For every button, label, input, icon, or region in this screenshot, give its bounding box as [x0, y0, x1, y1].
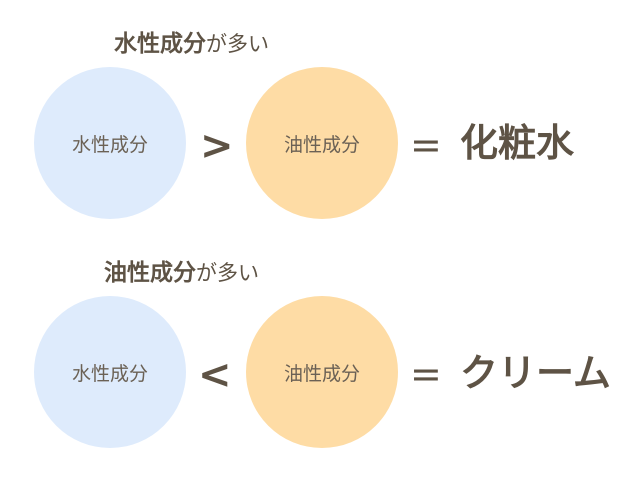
row1-equals-sign: =	[410, 123, 442, 167]
row1-water-circle-label: 水性成分	[71, 133, 148, 156]
row1-result-lotion: 化粧水	[460, 121, 575, 165]
row1-heading-rest: が多い	[206, 32, 269, 56]
row2-result-cream: クリーム	[460, 351, 611, 395]
row1-greater-than-operator: >	[200, 123, 234, 169]
row2-heading-strong: 油性成分	[104, 260, 196, 286]
row2-oil-circle-label: 油性成分	[283, 362, 360, 385]
row2-equals-sign: =	[410, 352, 442, 396]
row1-heading: 水性成分が多い	[114, 33, 269, 56]
row2-less-than-operator: <	[198, 352, 232, 398]
row2-heading-rest: が多い	[196, 261, 259, 285]
row2-heading: 油性成分が多い	[104, 262, 259, 285]
row1-oil-circle-label: 油性成分	[283, 133, 360, 156]
row2-oil-circle: 油性成分	[246, 296, 398, 448]
row1-water-circle: 水性成分	[34, 67, 186, 219]
row1-heading-strong: 水性成分	[114, 31, 206, 57]
row2-water-circle: 水性成分	[34, 296, 186, 448]
row2-water-circle-label: 水性成分	[71, 362, 148, 385]
row1-oil-circle: 油性成分	[246, 67, 398, 219]
